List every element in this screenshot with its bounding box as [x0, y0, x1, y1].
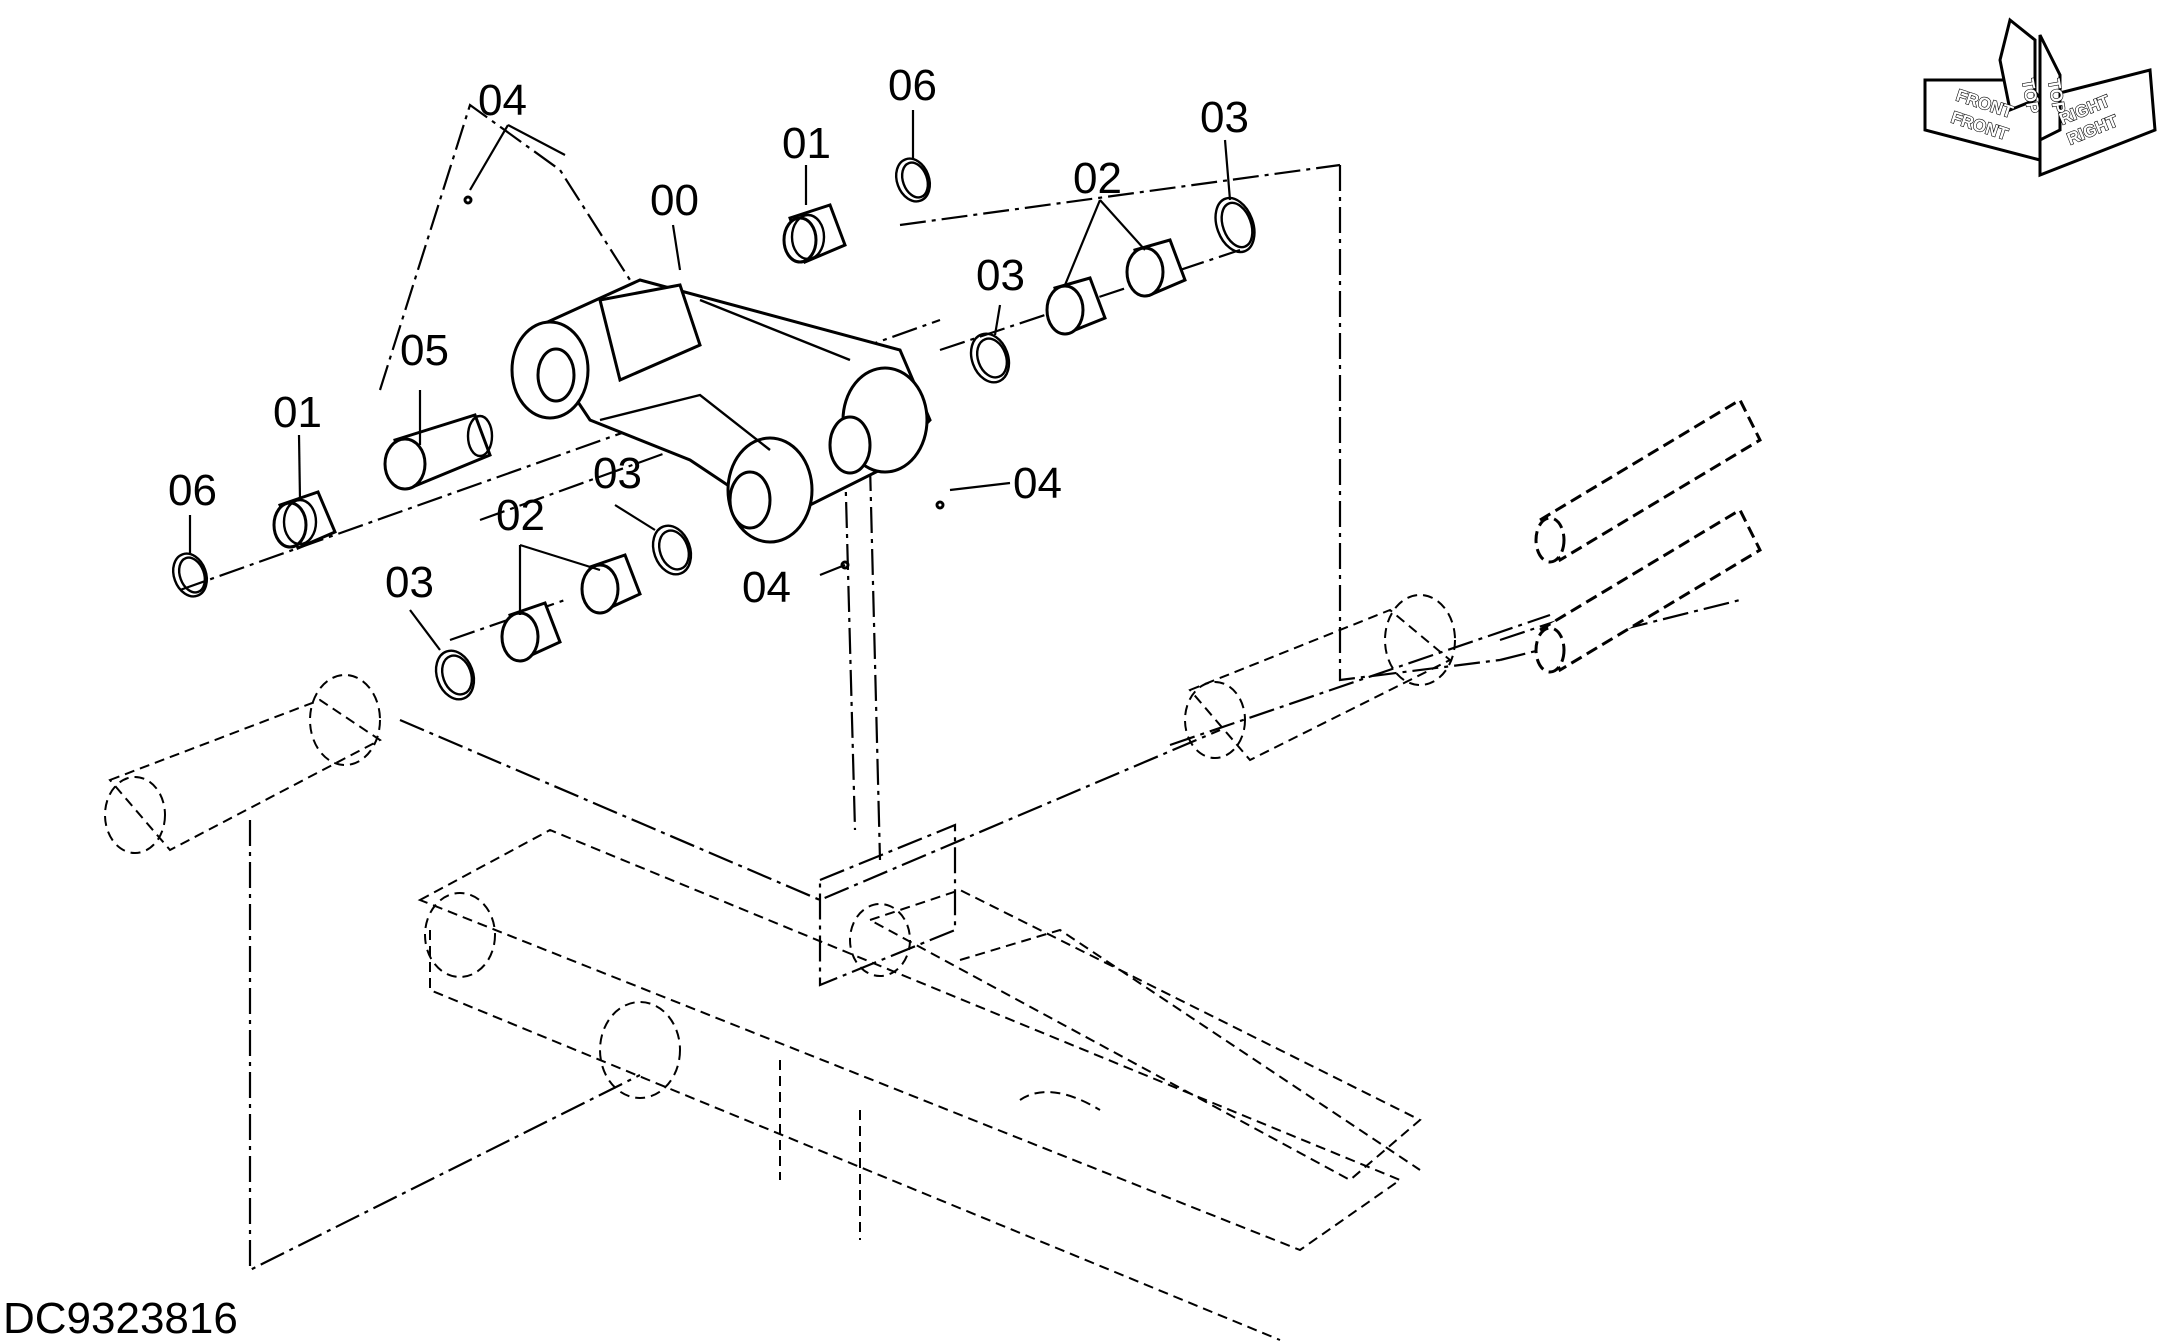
callout-02-top: 02 — [1073, 154, 1122, 203]
seal-ring-03-left — [434, 649, 476, 701]
callout-00: 00 — [650, 176, 699, 225]
bushing-01-left — [272, 490, 337, 550]
leader-lines — [188, 110, 1232, 651]
grease-fitting-04-b — [935, 500, 945, 510]
side-link-left — [104, 674, 382, 854]
callout-02-left: 02 — [496, 491, 545, 540]
callout-01-left: 01 — [273, 388, 322, 437]
seal-ring-03-top-right — [1214, 196, 1256, 254]
callout-05: 05 — [400, 326, 449, 375]
seal-ring-03-mid-right — [969, 332, 1011, 384]
callout-03-top-right: 03 — [1200, 93, 1249, 142]
callout-06-top: 06 — [888, 61, 937, 110]
bushing-05 — [383, 413, 494, 491]
grease-fitting-04-a — [463, 195, 473, 205]
bushing-02-top-b — [1125, 238, 1187, 298]
bushing-01-top — [782, 203, 847, 265]
pin-upper — [1534, 397, 1762, 564]
center-lines — [179, 103, 1741, 1272]
callout-03-mid-right: 03 — [976, 251, 1025, 300]
bushing-02-top-a — [1045, 276, 1107, 336]
callout-03-mid: 03 — [593, 449, 642, 498]
snap-ring-06-top — [894, 157, 932, 203]
seal-ring-03-mid — [651, 524, 693, 576]
pin-lower — [1534, 507, 1762, 674]
orientation-arrows-icon: FRONT FRONT RIGHT RIGHT TOP TOP — [1923, 17, 2157, 178]
drawing-id-label: DC9323816 — [3, 1294, 238, 1343]
callout-06-left: 06 — [168, 466, 217, 515]
callout-04-lower: 04 — [742, 563, 791, 612]
link-assembly-part-00 — [510, 278, 932, 544]
callout-labels: 04 00 01 06 03 02 03 04 04 05 01 06 03 0… — [168, 61, 1249, 612]
callout-01-top: 01 — [782, 119, 831, 168]
bushing-02-left-a — [500, 601, 562, 663]
callout-03-left: 03 — [385, 558, 434, 607]
side-link-right — [1184, 594, 1456, 762]
callout-04-right: 04 — [1013, 459, 1062, 508]
bushing-02-left-b — [580, 553, 642, 615]
arm-phantom — [417, 828, 1403, 1341]
bucket-cylinder-phantom — [849, 888, 1422, 1182]
snap-ring-06-left — [171, 552, 209, 598]
callout-04-top: 04 — [478, 76, 527, 125]
